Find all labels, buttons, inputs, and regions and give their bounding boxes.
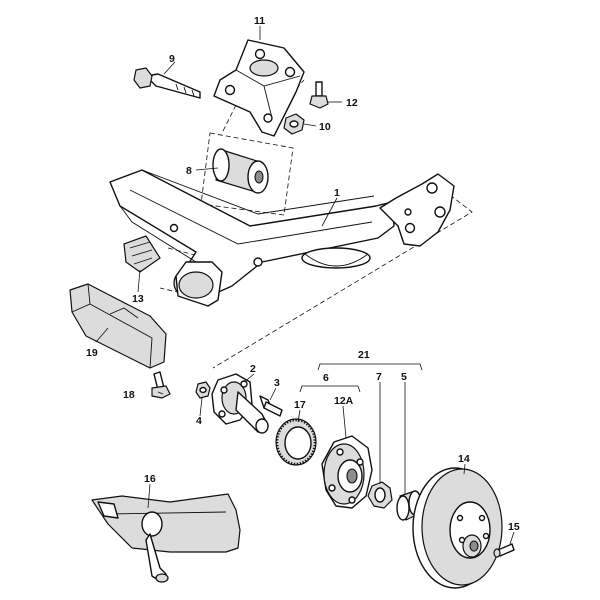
mounting-bracket <box>213 39 305 137</box>
callout-3: 3 <box>274 377 280 389</box>
callout-6: 6 <box>323 372 329 384</box>
small-bolt <box>309 81 329 109</box>
wheel-hub <box>321 435 373 509</box>
callout-17: 17 <box>294 399 306 411</box>
rear-axle-beam <box>109 169 455 307</box>
callout-9: 9 <box>169 53 175 65</box>
callout-1: 1 <box>334 187 340 199</box>
callout-19: 19 <box>86 347 98 359</box>
bump-stop-bolt <box>151 371 171 399</box>
callout-2: 2 <box>250 363 256 375</box>
brake-disc <box>412 467 503 589</box>
callout-18: 18 <box>123 389 135 401</box>
rubber-bushing <box>212 148 269 194</box>
stub-nut <box>195 381 211 399</box>
bump-stop-block <box>69 283 167 369</box>
callout-8: 8 <box>186 165 192 177</box>
callout-5: 5 <box>401 371 407 383</box>
callout-16: 16 <box>144 473 156 485</box>
pad <box>123 235 161 273</box>
long-bolt <box>133 67 201 99</box>
callout-14: 14 <box>458 453 470 465</box>
callout-7: 7 <box>376 371 382 383</box>
disc-screw <box>493 543 515 558</box>
hub-nut <box>367 481 393 509</box>
abs-tone-ring <box>275 418 317 466</box>
callout-12a: 12A <box>334 395 354 407</box>
flange-bolt <box>259 395 283 417</box>
callout-11: 11 <box>254 15 265 27</box>
leader-lines <box>95 26 515 545</box>
callout-13: 13 <box>132 293 144 305</box>
callout-12: 12 <box>346 97 358 109</box>
callouts: 11 9 12 10 8 1 13 19 18 2 3 4 21 6 7 5 1… <box>86 15 520 533</box>
nut <box>283 113 305 135</box>
callout-21: 21 <box>358 349 370 361</box>
stub-axle-flange <box>211 373 269 434</box>
callout-15: 15 <box>508 521 520 533</box>
heat-shield <box>91 493 241 583</box>
callout-10: 10 <box>319 121 331 133</box>
callout-4: 4 <box>196 415 202 427</box>
